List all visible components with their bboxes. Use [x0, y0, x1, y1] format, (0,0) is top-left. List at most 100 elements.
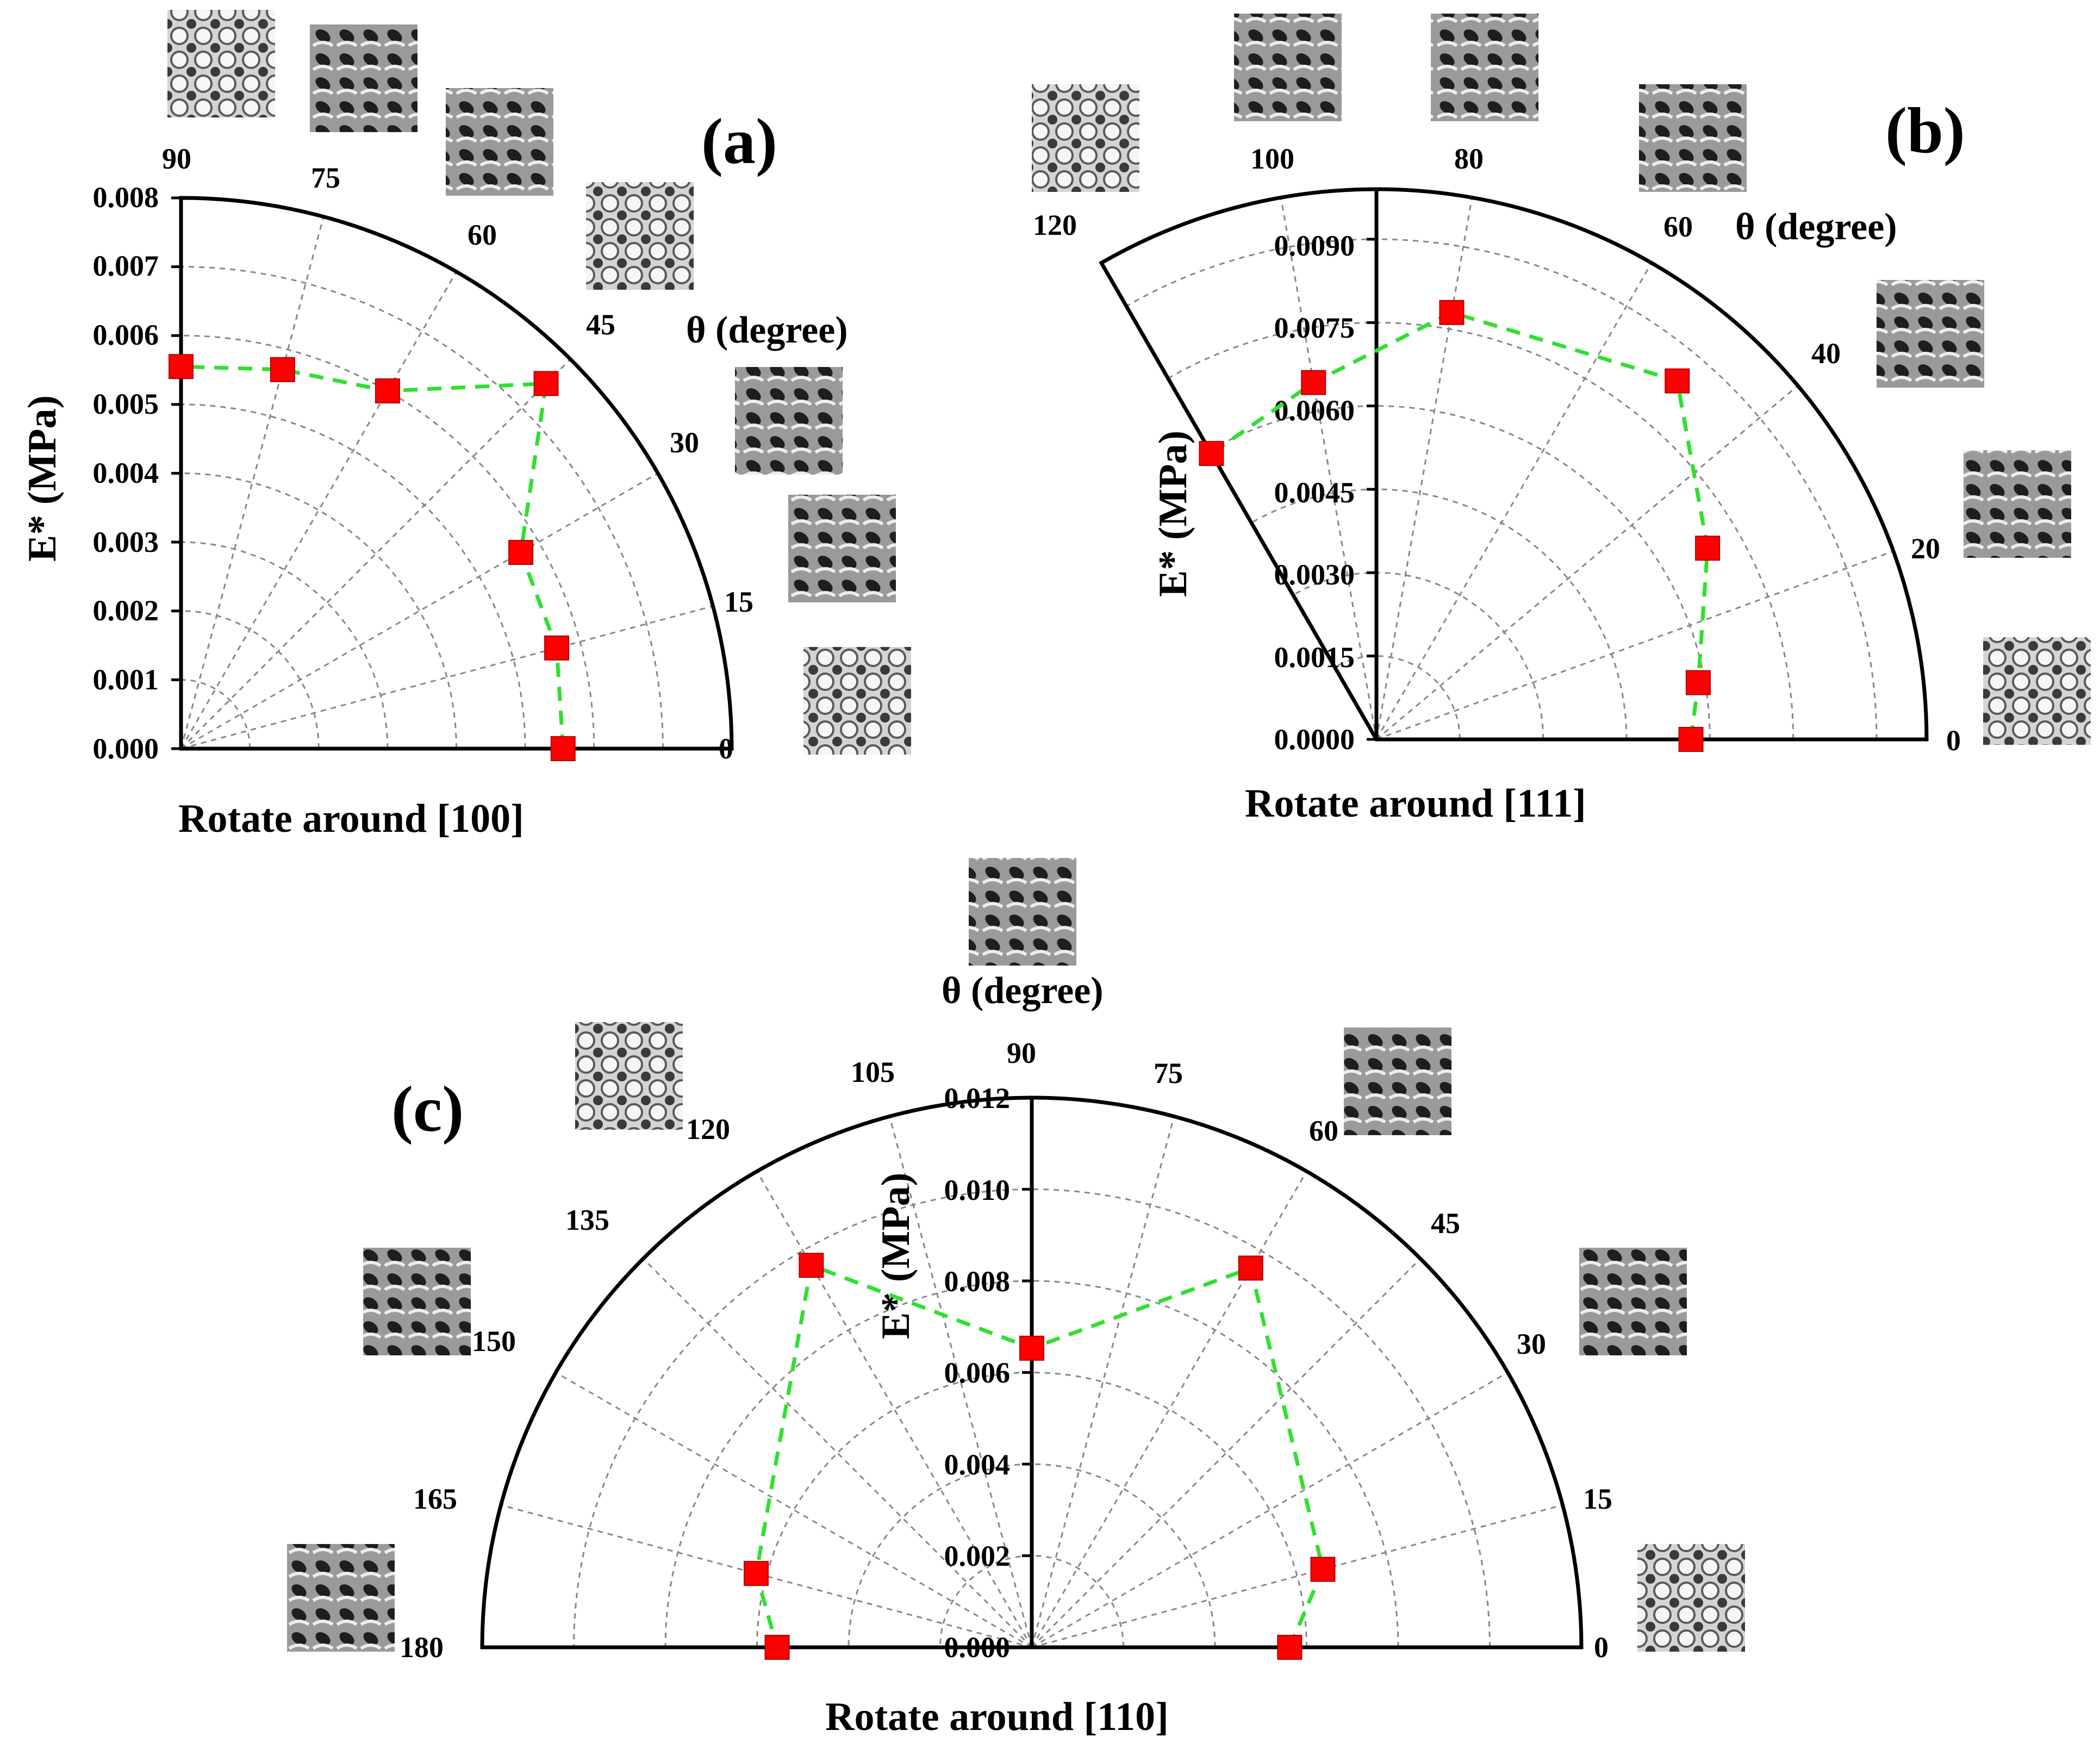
theta-tick-label: 90 — [162, 142, 191, 175]
theta-tick-label: 0 — [1594, 1631, 1609, 1664]
grid-spoke — [1375, 197, 1473, 740]
theta-tick-label: 105 — [851, 1056, 895, 1088]
r-tick-label: 0.004 — [93, 457, 159, 489]
panel-label: (b) — [1885, 94, 1965, 166]
r-tick-label: 0.002 — [944, 1540, 1011, 1572]
theta-tick-label: 60 — [468, 219, 497, 251]
grid-spoke — [1031, 1258, 1421, 1648]
theta-tick-label: 75 — [1154, 1057, 1183, 1090]
data-point-square-marker — [169, 354, 194, 379]
grid-spoke — [1375, 262, 1653, 740]
grid-spoke — [180, 605, 713, 750]
panel-b-series — [1199, 300, 1721, 752]
data-point-square-marker — [544, 635, 570, 661]
r-tick-label: 0.002 — [93, 594, 159, 627]
grid-spoke — [1376, 550, 1894, 740]
panel-c: 0.000 0.002 0.004 0.006 0.008 0.010 0.01… — [287, 858, 1745, 1739]
panel-a-grid — [180, 216, 713, 750]
r-tick-label: 0.003 — [93, 526, 159, 558]
grid-arc — [180, 472, 457, 749]
gyroid-lattice-thumbnail-icon — [586, 182, 694, 290]
gyroid-lattice-thumbnail-icon — [1639, 84, 1747, 192]
panel-c-grid — [501, 1116, 1563, 1648]
gyroid-lattice-thumbnail-icon — [363, 1248, 471, 1355]
theta-tick-label: 90 — [1007, 1037, 1036, 1069]
data-point-square-marker — [1695, 536, 1721, 561]
grid-arc — [1292, 571, 1544, 740]
theta-tick-label: 0 — [1946, 724, 1961, 757]
grid-arc — [756, 1372, 1307, 1648]
x-axis-title: Rotate around [100] — [178, 796, 524, 841]
grid-arc — [180, 266, 664, 749]
grid-arc — [1209, 405, 1711, 740]
panel-b: 0.0000 0.0015 0.0030 0.0045 0.0060 0.007… — [1032, 14, 2091, 826]
gyroid-lattice-thumbnail-icon — [310, 24, 417, 132]
panel-label: (c) — [391, 1073, 464, 1145]
gyroid-lattice-thumbnail-icon — [735, 367, 843, 475]
gyroid-lattice-thumbnail-icon — [1234, 14, 1342, 121]
gyroid-lattice-thumbnail-icon — [1964, 450, 2071, 558]
grid-spoke — [1031, 1116, 1175, 1648]
panel-a-r-ticks: 0.000 0.001 0.002 0.003 0.004 0.005 0.00… — [93, 181, 159, 765]
data-point-square-marker — [1678, 727, 1704, 752]
polar-outline — [1099, 187, 1929, 742]
r-tick-label: 0.0045 — [1274, 476, 1355, 509]
gyroid-lattice-thumbnail-icon — [969, 858, 1076, 966]
x-axis-title: Rotate around [110] — [825, 1695, 1169, 1739]
r-tick-label: 0.0060 — [1274, 394, 1355, 427]
r-tick-label: 0.0000 — [1274, 723, 1355, 756]
grid-spoke — [180, 472, 659, 750]
r-tick-label: 0.0090 — [1274, 229, 1355, 262]
grid-spoke — [888, 1116, 1033, 1648]
data-point-square-marker — [508, 540, 534, 565]
gyroid-lattice-thumbnail-icon — [1032, 84, 1139, 192]
panel-b-grid — [1126, 197, 1894, 740]
gyroid-lattice-thumbnail-icon — [1431, 14, 1538, 121]
gyroid-lattice-thumbnail-icon — [803, 647, 911, 755]
panel-a-series — [169, 354, 576, 761]
grid-spoke — [1280, 197, 1378, 740]
r-tick-label: 0.005 — [93, 388, 159, 420]
grid-spoke — [643, 1258, 1033, 1648]
grid-arc — [1251, 488, 1628, 740]
data-point-square-marker — [270, 357, 295, 382]
grid-spoke — [1031, 1504, 1563, 1648]
r-axis-title: E* (MPa) — [874, 1173, 918, 1339]
r-tick-label: 0.012 — [944, 1082, 1011, 1115]
theta-tick-label: 100 — [1250, 142, 1294, 175]
gyroid-lattice-thumbnail-icon — [1983, 637, 2091, 745]
panel-a: 0.000 0.001 0.002 0.003 0.004 0.005 0.00… — [20, 10, 911, 841]
theta-tick-label: 150 — [472, 1325, 516, 1358]
x-axis-title: Rotate around [111] — [1245, 781, 1586, 826]
grid-spoke — [180, 358, 571, 750]
grid-arc — [573, 1188, 1491, 1648]
r-axis-title: E* (MPa) — [20, 395, 65, 562]
panel-a-insets — [167, 10, 911, 755]
data-point-square-marker — [550, 736, 576, 761]
gyroid-lattice-thumbnail-icon — [1344, 1028, 1451, 1135]
panel-a-frame — [171, 196, 734, 751]
data-point-square-marker — [744, 1561, 769, 1586]
theta-tick-label: 60 — [1663, 210, 1693, 243]
panel-c-theta-ticks: 0 15 30 45 60 75 90 105 120 135 150 165 … — [400, 1037, 1612, 1664]
theta-tick-label: 20 — [1911, 532, 1940, 565]
panel-b-r-ticks: 0.0000 0.0015 0.0030 0.0045 0.0060 0.007… — [1274, 229, 1355, 756]
theta-tick-label: 30 — [670, 426, 699, 459]
data-point-square-marker — [1238, 1255, 1263, 1281]
data-point-square-marker — [1199, 441, 1224, 466]
panel-c-frame — [480, 1095, 1584, 1649]
panel-c-r-ticks: 0.000 0.002 0.004 0.006 0.008 0.010 0.01… — [944, 1082, 1011, 1664]
theta-axis-title: θ (degree) — [942, 970, 1104, 1012]
theta-tick-label: 75 — [311, 161, 340, 194]
panel-a-theta-ticks: 0 15 30 45 60 75 90 — [162, 142, 753, 765]
grid-spoke — [1031, 1171, 1307, 1648]
grid-spoke — [555, 1372, 1032, 1648]
gyroid-lattice-thumbnail-icon — [575, 1022, 683, 1130]
theta-tick-label: 80 — [1454, 142, 1484, 175]
theta-tick-label: 165 — [413, 1483, 457, 1515]
grid-arc — [939, 1555, 1124, 1648]
gyroid-lattice-thumbnail-icon — [167, 10, 275, 117]
r-tick-label: 0.008 — [944, 1265, 1011, 1298]
data-point-square-marker — [1310, 1557, 1336, 1582]
gyroid-lattice-thumbnail-icon — [1579, 1248, 1687, 1355]
